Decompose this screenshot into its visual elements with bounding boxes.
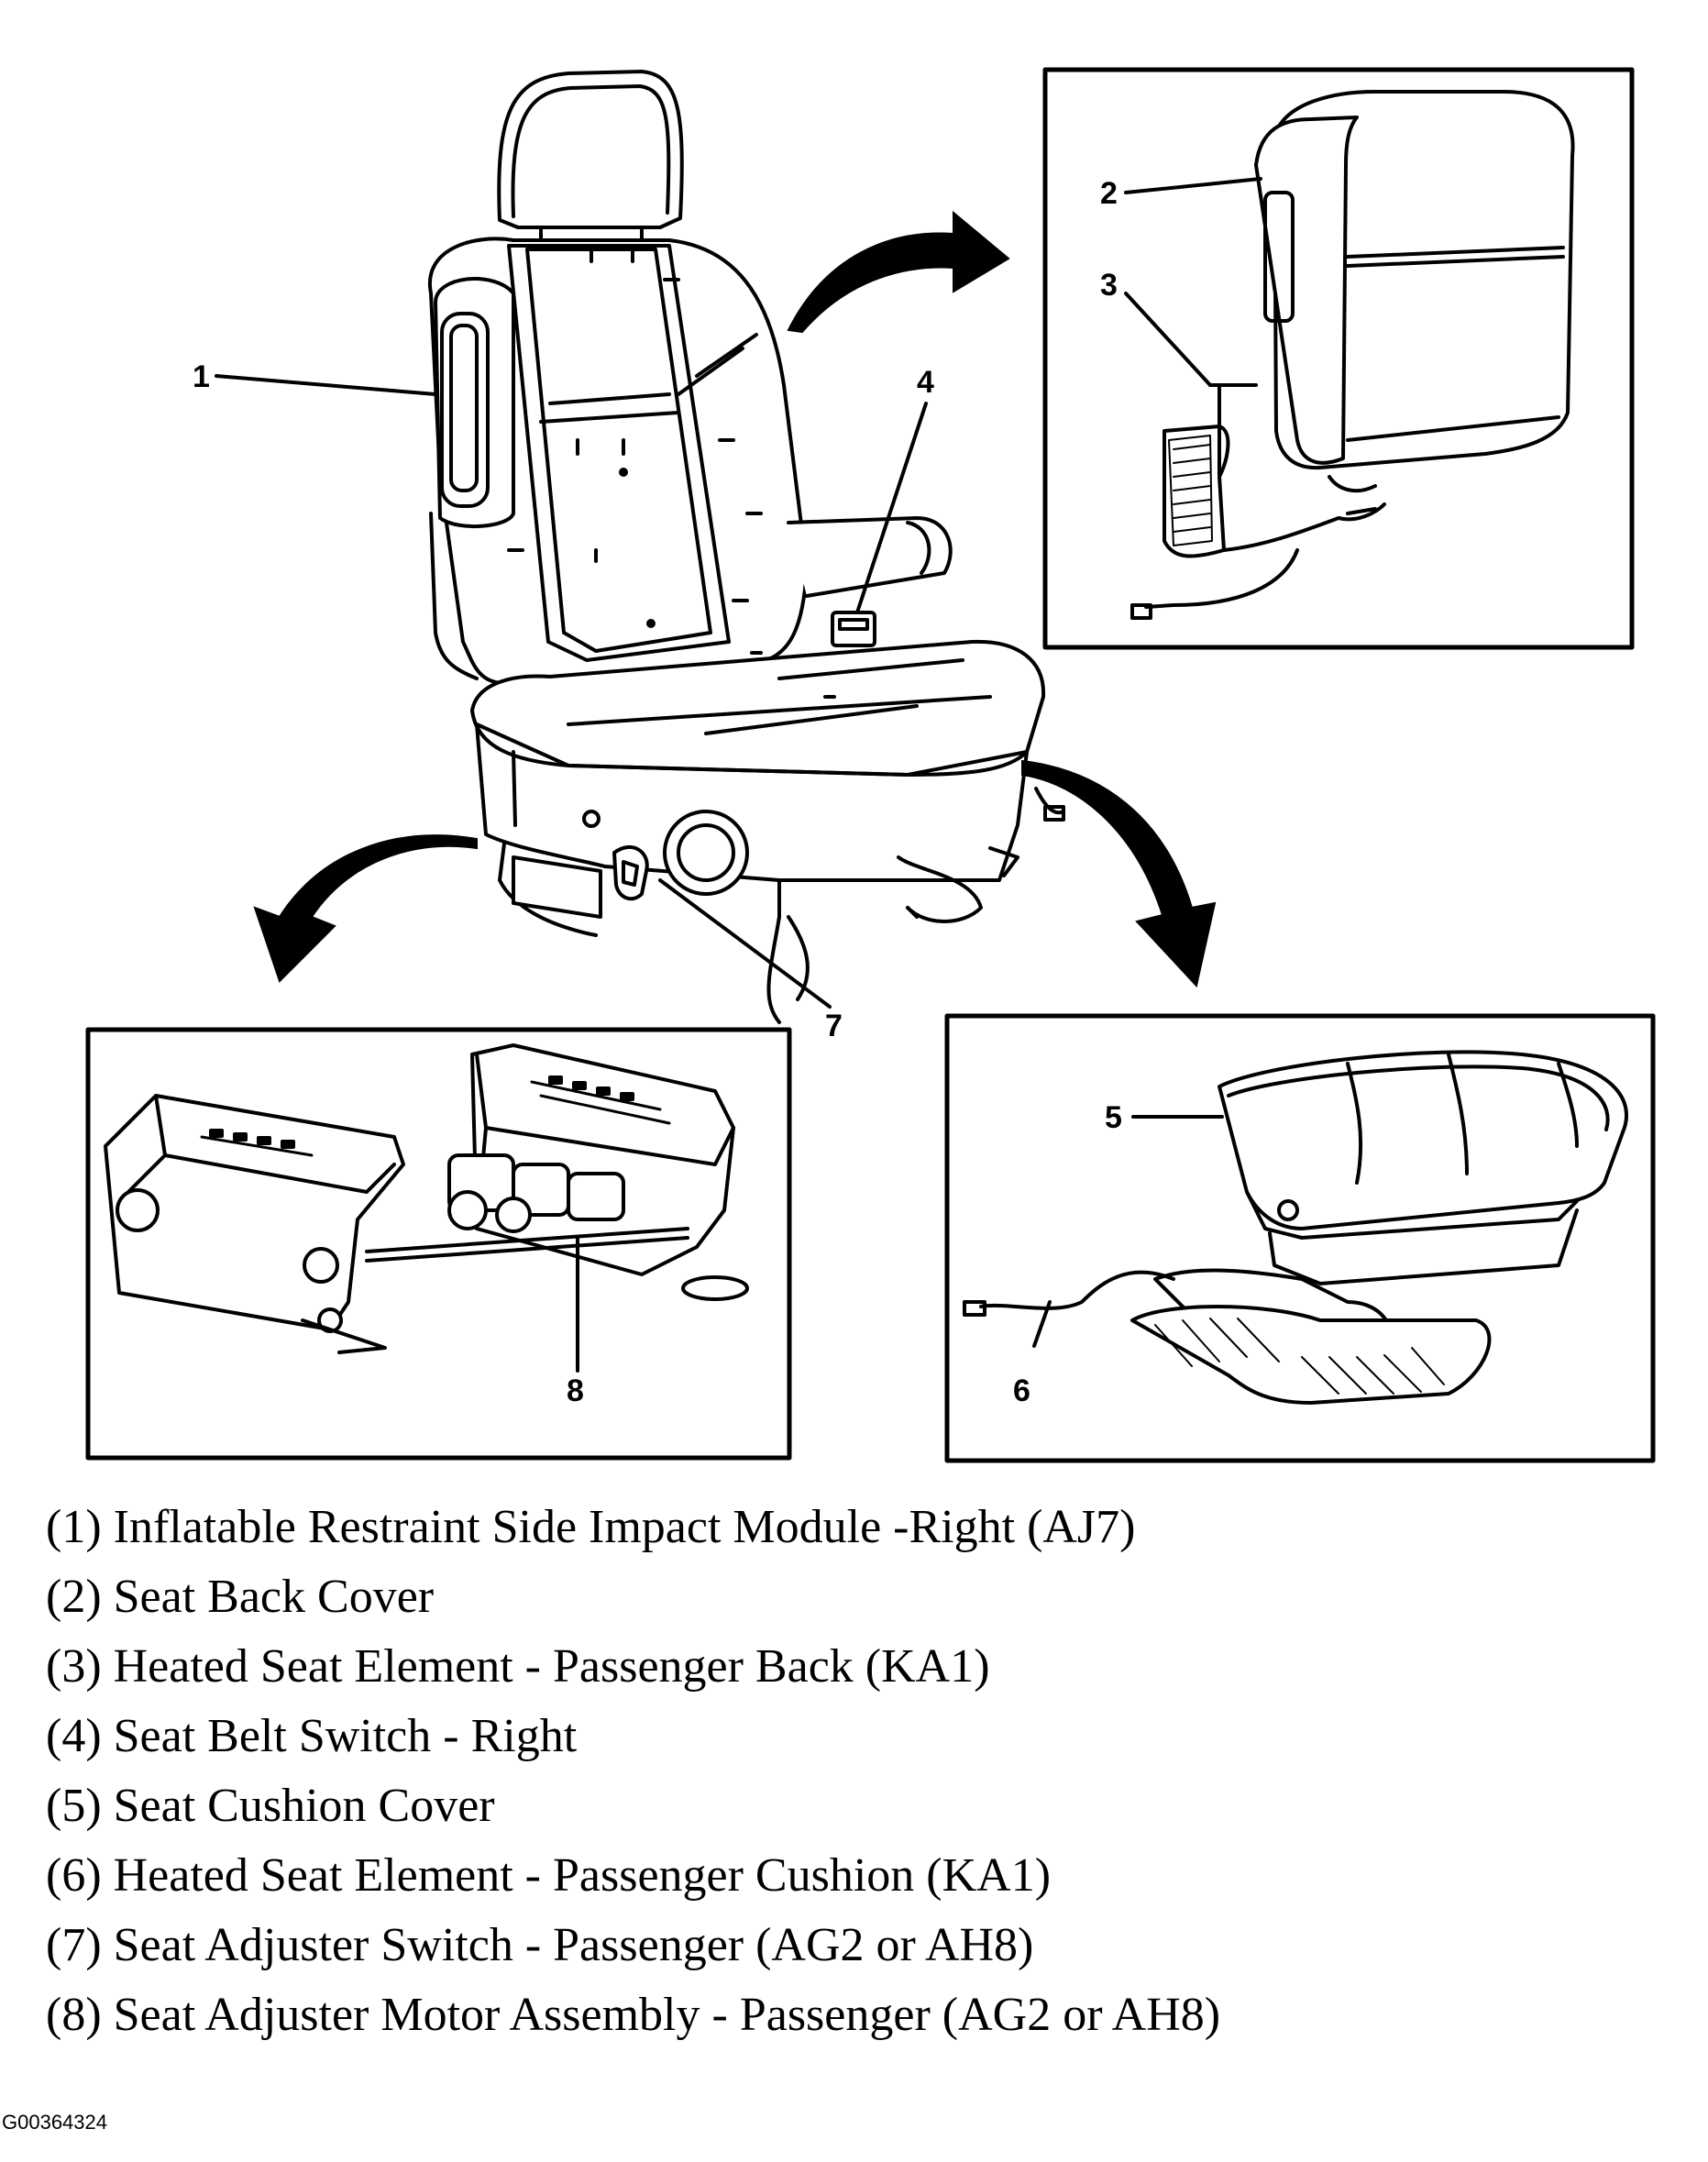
legend-item: (4) Seat Belt Switch - Right (46, 1710, 578, 1762)
callout-4: 4 (917, 365, 934, 400)
seat-cushion-cover-icon (963, 1050, 1628, 1405)
figure-id: G00364324 (2, 2111, 107, 2134)
arrow-icon (253, 210, 1217, 988)
callout-1: 1 (193, 359, 210, 394)
callout-2: 2 (1100, 176, 1118, 211)
legend-item: (6) Heated Seat Element - Passenger Cush… (46, 1849, 1052, 1902)
seat-back-cover-icon (1130, 90, 1575, 620)
callout-6: 6 (1013, 1373, 1030, 1408)
seat-adjuster-frame-icon (104, 1043, 749, 1354)
legend-item: (7) Seat Adjuster Switch - Passenger (AG… (46, 1919, 1034, 1971)
legend-item: (8) Seat Adjuster Motor Assembly - Passe… (46, 1989, 1221, 2041)
callout-7: 7 (825, 1009, 843, 1043)
callout-8: 8 (567, 1373, 584, 1408)
legend-list: (1) Inflatable Restraint Side Impact Mod… (46, 1493, 1220, 2050)
seat-diagram: 1 2 3 4 5 6 7 8 (85, 67, 1656, 1463)
legend-item: (5) Seat Cushion Cover (46, 1780, 495, 1832)
seat-assembly-icon (427, 70, 1065, 1024)
legend-item: (1) Inflatable Restraint Side Impact Mod… (46, 1501, 1136, 1553)
legend-item: (3) Heated Seat Element - Passenger Back… (46, 1640, 990, 1693)
callout-3: 3 (1100, 268, 1118, 303)
callout-5: 5 (1105, 1100, 1122, 1135)
legend-item: (2) Seat Back Cover (46, 1571, 435, 1623)
